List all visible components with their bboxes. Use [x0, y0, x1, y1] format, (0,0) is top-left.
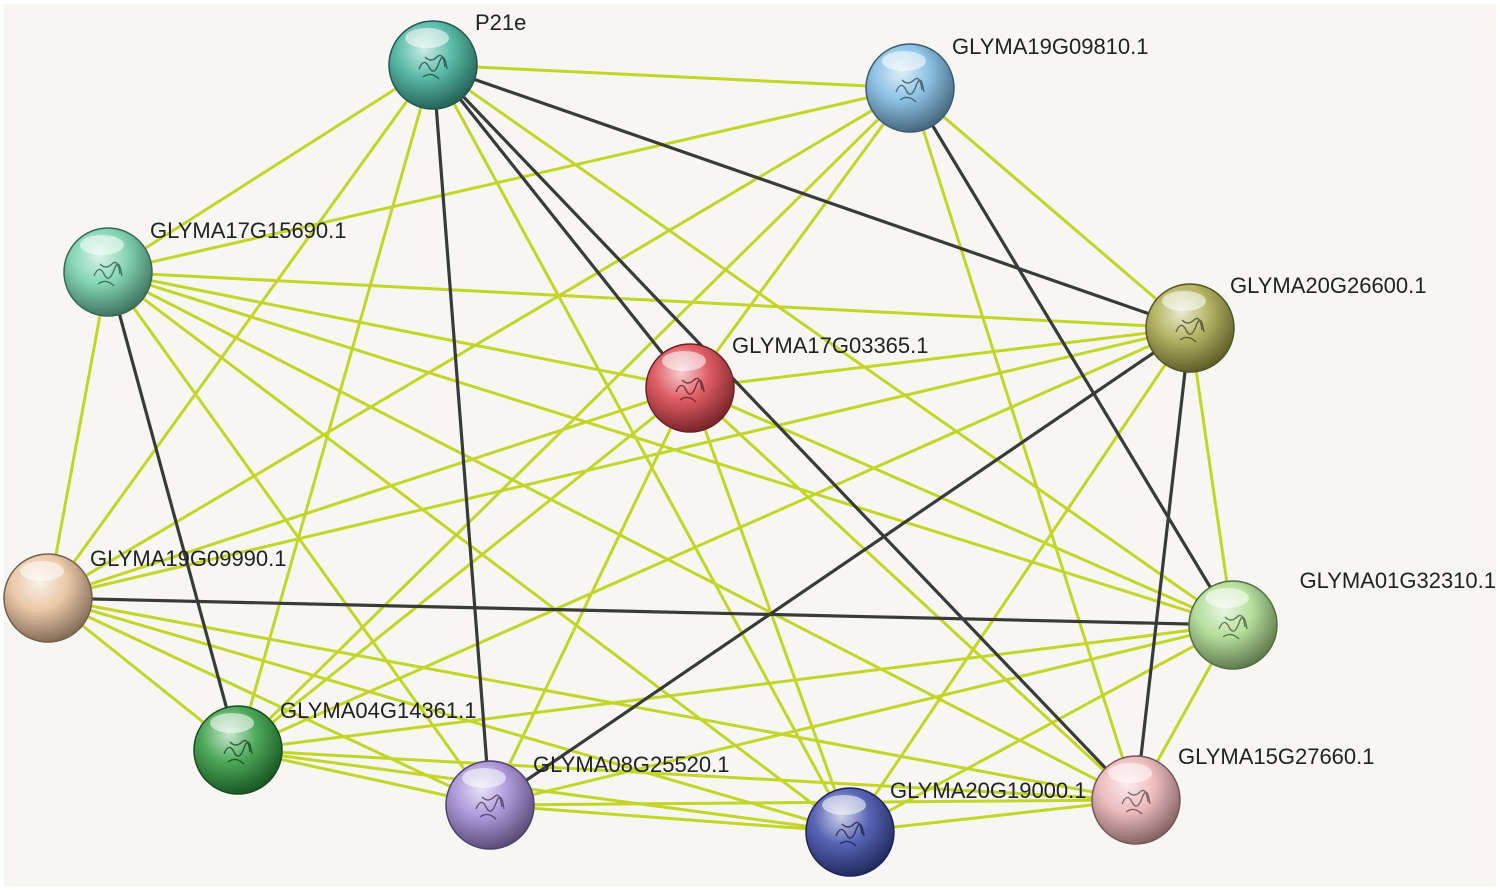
edge-glyma19g09990-1-to-glyma01g32310-1	[46, 596, 1235, 627]
edge-p21e-to-glyma20g26600-1	[431, 63, 1192, 330]
edge-glyma19g09810-1-to-glyma17g03365-1	[688, 86, 912, 390]
protein-structure-icon	[475, 794, 505, 820]
node-p21e[interactable]	[388, 20, 478, 110]
edge-glyma17g03365-1-to-glyma19g09990-1	[46, 386, 692, 600]
node-glyma01g32310-1[interactable]	[1188, 580, 1278, 670]
protein-structure-icon	[418, 54, 448, 80]
node-label-glyma20g19000-1: GLYMA20G19000.1	[890, 778, 1087, 803]
edge-glyma20g26600-1-to-glyma08g25520-1	[488, 326, 1192, 807]
node-label-glyma17g03365-1: GLYMA17G03365.1	[732, 333, 929, 358]
edge-p21e-to-glyma15g27660-1	[431, 63, 1138, 802]
edge-glyma19g09810-1-to-glyma20g26600-1	[908, 86, 1192, 330]
edge-glyma19g09810-1-to-glyma15g27660-1	[908, 86, 1138, 802]
edge-glyma19g09810-1-to-glyma01g32310-1	[908, 86, 1235, 627]
protein-structure-icon	[675, 377, 705, 403]
edge-glyma17g15690-1-to-glyma20g26600-1	[106, 270, 1192, 330]
edge-glyma20g26600-1-to-glyma15g27660-1	[1134, 326, 1192, 802]
edge-glyma19g09810-1-to-glyma17g15690-1	[106, 86, 912, 274]
node-glyma20g19000-1[interactable]	[805, 787, 895, 877]
edge-p21e-to-glyma01g32310-1	[431, 63, 1235, 627]
edge-glyma01g32310-1-to-glyma08g25520-1	[488, 623, 1235, 807]
node-highlight	[822, 795, 866, 815]
edge-glyma04g14361-1-to-glyma15g27660-1	[236, 748, 1138, 802]
edge-glyma19g09990-1-to-glyma15g27660-1	[46, 596, 1138, 802]
edge-glyma17g15690-1-to-glyma19g09990-1	[46, 270, 110, 600]
node-label-glyma01g32310-1: GLYMA01G32310.1	[1300, 568, 1497, 593]
edge-glyma04g14361-1-to-glyma20g19000-1	[236, 748, 852, 834]
edge-glyma17g03365-1-to-glyma15g27660-1	[688, 386, 1138, 802]
node-highlight	[80, 235, 124, 255]
edge-glyma17g03365-1-to-glyma20g19000-1	[688, 386, 852, 834]
node-label-glyma19g09990-1: GLYMA19G09990.1	[90, 546, 287, 571]
protein-structure-icon	[1121, 789, 1151, 815]
edge-p21e-to-glyma04g14361-1	[236, 63, 435, 752]
edge-glyma17g03365-1-to-glyma04g14361-1	[236, 386, 692, 752]
node-highlight	[1205, 588, 1249, 608]
edge-glyma20g26600-1-to-glyma04g14361-1	[236, 326, 1192, 752]
node-label-glyma15g27660-1: GLYMA15G27660.1	[1178, 744, 1375, 769]
protein-structure-icon	[1218, 614, 1248, 640]
node-highlight	[405, 28, 449, 48]
node-label-glyma04g14361-1: GLYMA04G14361.1	[280, 698, 477, 723]
node-glyma20g26600-1[interactable]	[1145, 283, 1235, 373]
node-highlight	[1162, 291, 1206, 311]
edge-glyma19g09990-1-to-glyma08g25520-1	[46, 596, 492, 807]
edge-glyma20g26600-1-to-glyma17g03365-1	[688, 326, 1192, 390]
edge-p21e-to-glyma08g25520-1	[431, 63, 492, 807]
node-highlight	[462, 768, 506, 788]
labels-layer: P21eGLYMA19G09810.1GLYMA17G15690.1GLYMA2…	[90, 10, 1496, 803]
edge-glyma17g15690-1-to-glyma15g27660-1	[106, 270, 1138, 802]
node-glyma15g27660-1[interactable]	[1091, 755, 1181, 845]
node-highlight	[210, 713, 254, 733]
edge-glyma19g09990-1-to-glyma20g19000-1	[46, 596, 852, 834]
edge-p21e-to-glyma20g19000-1	[431, 63, 852, 834]
protein-structure-icon	[835, 821, 865, 847]
node-label-glyma17g15690-1: GLYMA17G15690.1	[150, 218, 347, 243]
protein-structure-icon	[223, 739, 253, 765]
edge-glyma20g26600-1-to-glyma19g09990-1	[46, 326, 1192, 600]
node-glyma17g15690-1[interactable]	[63, 227, 153, 317]
node-glyma17g03365-1[interactable]	[645, 343, 735, 433]
protein-structure-icon	[1175, 317, 1205, 343]
node-glyma08g25520-1[interactable]	[445, 760, 535, 850]
node-highlight	[662, 351, 706, 371]
edge-glyma01g32310-1-to-glyma20g19000-1	[848, 623, 1235, 834]
edge-glyma19g09810-1-to-glyma19g09990-1	[46, 86, 912, 600]
edge-glyma20g19000-1-to-glyma15g27660-1	[848, 798, 1138, 834]
node-glyma19g09810-1[interactable]	[865, 43, 955, 133]
node-label-p21e: P21e	[475, 10, 526, 35]
edge-glyma17g15690-1-to-glyma04g14361-1	[106, 270, 240, 752]
node-highlight	[1108, 763, 1152, 783]
protein-structure-icon	[895, 77, 925, 103]
node-highlight	[882, 51, 926, 71]
edge-p21e-to-glyma17g15690-1	[106, 63, 435, 274]
node-label-glyma19g09810-1: GLYMA19G09810.1	[952, 34, 1149, 59]
edge-glyma17g15690-1-to-glyma20g19000-1	[106, 270, 852, 834]
node-glyma19g09990-1[interactable]	[3, 553, 93, 643]
node-glyma04g14361-1[interactable]	[193, 705, 283, 795]
node-highlight	[20, 561, 64, 581]
edge-p21e-to-glyma19g09810-1	[431, 63, 912, 90]
edge-glyma20g26600-1-to-glyma20g19000-1	[848, 326, 1192, 834]
edges-layer	[46, 63, 1235, 834]
edge-glyma17g15690-1-to-glyma01g32310-1	[106, 270, 1235, 627]
edge-glyma17g15690-1-to-glyma17g03365-1	[106, 270, 692, 390]
edge-p21e-to-glyma17g03365-1	[431, 63, 692, 390]
edge-glyma20g26600-1-to-glyma01g32310-1	[1188, 326, 1235, 627]
node-label-glyma20g26600-1: GLYMA20G26600.1	[1230, 273, 1427, 298]
edge-glyma08g25520-1-to-glyma20g19000-1	[488, 803, 852, 834]
node-label-glyma08g25520-1: GLYMA08G25520.1	[533, 752, 730, 777]
edge-glyma08g25520-1-to-glyma15g27660-1	[488, 798, 1138, 807]
nodes-layer	[3, 20, 1278, 877]
edge-glyma01g32310-1-to-glyma04g14361-1	[236, 623, 1235, 752]
edge-p21e-to-glyma19g09990-1	[46, 63, 435, 600]
protein-structure-icon	[93, 261, 123, 287]
